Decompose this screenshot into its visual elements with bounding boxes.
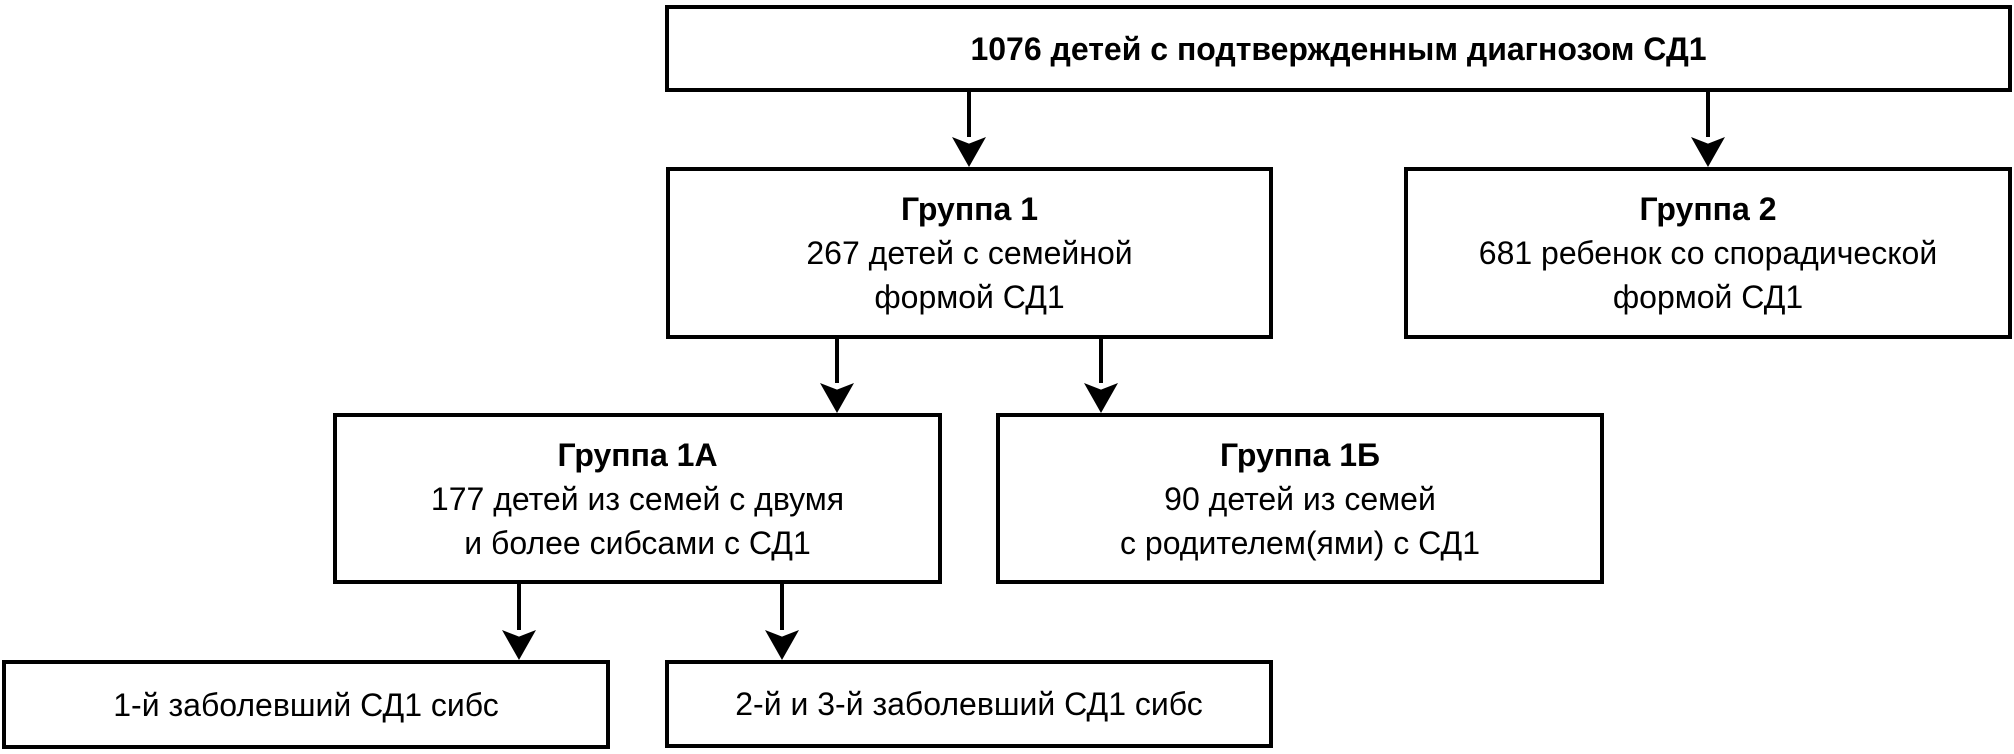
node-sib23: 2-й и 3-й заболевший СД1 сибс: [665, 660, 1273, 748]
arrow-down-icon: [820, 383, 854, 413]
node-group1b-title: Группа 1Б: [1220, 436, 1380, 473]
arrow-shaft: [780, 584, 784, 630]
arrow-group1a-to-sib23: [765, 584, 799, 660]
arrow-down-icon: [952, 137, 986, 167]
node-group1-line2: формой СД1: [874, 279, 1065, 315]
arrow-down-icon: [502, 630, 536, 660]
arrow-shaft: [835, 339, 839, 383]
arrow-shaft: [967, 92, 971, 137]
node-group2-title: Группа 2: [1639, 191, 1777, 227]
node-sib1-text: 1-й заболевший СД1 сибс: [113, 686, 499, 723]
arrow-group1-to-group1b: [1084, 339, 1118, 413]
node-group2-line1: 681 ребенок со спорадической: [1478, 235, 1938, 271]
node-group1-line1: 267 детей с семейной: [806, 235, 1133, 271]
arrow-shaft: [1099, 339, 1103, 383]
node-group2-line2: формой СД1: [1612, 279, 1804, 315]
node-root: 1076 детей с подтвержденным диагнозом СД…: [665, 5, 2012, 92]
node-sib1: 1-й заболевший СД1 сибс: [2, 660, 610, 749]
node-group2: Группа 2 681 ребенок со спорадической фо…: [1404, 167, 2012, 339]
node-group1a-line2: и более сибсами с СД1: [464, 524, 811, 561]
arrow-down-icon: [1691, 137, 1725, 167]
node-group1: Группа 1 267 детей с семейной формой СД1: [666, 167, 1273, 339]
arrow-root-to-group2: [1691, 92, 1725, 167]
node-root-text: 1076 детей с подтвержденным диагнозом СД…: [970, 30, 1707, 67]
node-sib23-text: 2-й и 3-й заболевший СД1 сибс: [735, 686, 1203, 722]
node-group1a-line1: 177 детей из семей с двумя: [430, 480, 845, 517]
arrow-down-icon: [1084, 383, 1118, 413]
arrow-group1a-to-sib1: [502, 584, 536, 660]
arrow-down-icon: [765, 630, 799, 660]
arrow-shaft: [517, 584, 521, 630]
node-group1b-line2: с родителем(ями) с СД1: [1120, 524, 1480, 561]
node-group1a: Группа 1А 177 детей из семей с двумя и б…: [333, 413, 942, 584]
arrow-group1-to-group1a: [820, 339, 854, 413]
node-group1b-line1: 90 детей из семей: [1164, 480, 1436, 517]
arrow-root-to-group1: [952, 92, 986, 167]
node-group1-title: Группа 1: [901, 191, 1038, 227]
node-group1b: Группа 1Б 90 детей из семей с родителем(…: [996, 413, 1604, 584]
node-group1a-title: Группа 1А: [557, 436, 718, 473]
arrow-shaft: [1706, 92, 1710, 137]
